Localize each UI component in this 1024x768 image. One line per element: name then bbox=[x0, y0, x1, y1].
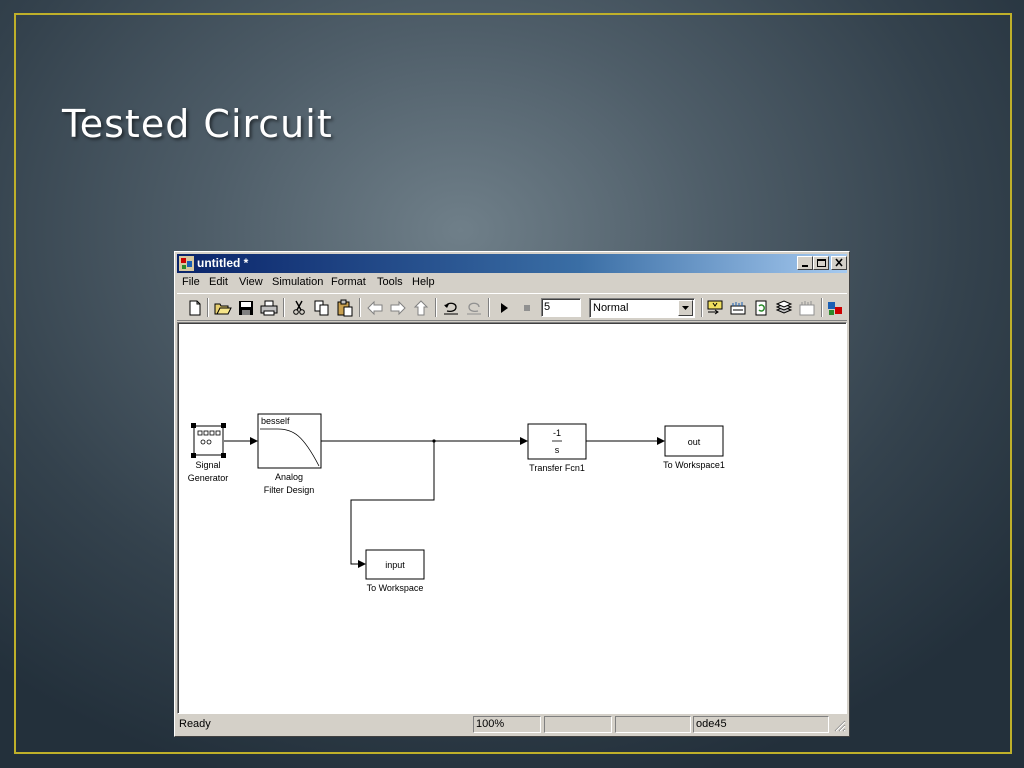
simulation-mode-select[interactable]: Normal bbox=[589, 298, 695, 318]
transfer-fcn-numerator: -1 bbox=[553, 428, 561, 438]
transfer-fcn-label: Transfer Fcn1 bbox=[529, 463, 585, 473]
window-titlebar[interactable]: untitled * bbox=[177, 254, 847, 273]
menu-tools[interactable]: Tools bbox=[377, 276, 403, 288]
signal-line bbox=[224, 437, 258, 445]
back-arrow-icon[interactable] bbox=[365, 298, 385, 318]
forward-arrow-icon[interactable] bbox=[388, 298, 408, 318]
solver-name: ode45 bbox=[693, 716, 829, 733]
maximize-button[interactable] bbox=[813, 256, 829, 270]
stop-simulation-icon[interactable] bbox=[517, 298, 537, 318]
transfer-fcn-block[interactable] bbox=[527, 423, 587, 460]
minimize-button[interactable] bbox=[797, 256, 813, 270]
filter-response-icon bbox=[260, 428, 320, 467]
dropdown-arrow-icon[interactable] bbox=[678, 300, 693, 316]
library-browser-icon[interactable] bbox=[774, 298, 794, 318]
analog-filter-label-2: Filter Design bbox=[264, 485, 315, 495]
cut-icon[interactable] bbox=[289, 298, 309, 318]
toolbar: 5 Normal bbox=[177, 293, 847, 321]
stop-time-input[interactable]: 5 bbox=[541, 298, 581, 317]
undo-icon[interactable] bbox=[441, 298, 461, 318]
zoom-level: 100% bbox=[473, 716, 541, 733]
slide-frame bbox=[14, 13, 1012, 754]
signal-line bbox=[586, 437, 665, 445]
menu-file[interactable]: File bbox=[182, 276, 200, 288]
to-workspace-block[interactable] bbox=[365, 549, 425, 580]
open-folder-icon[interactable] bbox=[213, 298, 233, 318]
copy-icon[interactable] bbox=[312, 298, 332, 318]
resize-grip-icon[interactable] bbox=[833, 719, 846, 732]
to-workspace1-block[interactable] bbox=[664, 425, 724, 457]
save-icon[interactable] bbox=[236, 298, 256, 318]
new-model-icon[interactable] bbox=[185, 298, 205, 318]
signal-generator-block[interactable] bbox=[191, 423, 226, 458]
redo-icon[interactable] bbox=[464, 298, 484, 318]
menu-bar: File Edit View Simulation Format Tools H… bbox=[177, 274, 847, 292]
menu-help[interactable]: Help bbox=[412, 276, 435, 288]
status-cell-empty-2 bbox=[615, 716, 691, 733]
to-workspace1-text: out bbox=[688, 437, 701, 447]
simulation-mode-value: Normal bbox=[593, 302, 629, 314]
menu-view[interactable]: View bbox=[239, 276, 263, 288]
menu-simulation[interactable]: Simulation bbox=[272, 276, 324, 288]
transfer-fcn-denominator: s bbox=[555, 445, 560, 455]
signal-generator-label-1: Signal bbox=[195, 460, 220, 470]
start-simulation-icon[interactable] bbox=[494, 298, 514, 318]
signal-waveform-icon bbox=[197, 430, 221, 445]
up-arrow-icon[interactable] bbox=[411, 298, 431, 318]
status-text: Ready bbox=[179, 718, 211, 730]
update-diagram-icon[interactable] bbox=[728, 298, 748, 318]
to-workspace-label: To Workspace bbox=[367, 583, 424, 593]
simulink-app-icon bbox=[179, 256, 194, 271]
status-bar: Ready 100% ode45 bbox=[177, 716, 847, 734]
analog-filter-text: besself bbox=[261, 416, 290, 426]
debug-icon[interactable] bbox=[825, 298, 845, 318]
build-icon[interactable] bbox=[705, 298, 725, 318]
block-diagram: Signal Generator besself Analog Filter D… bbox=[188, 413, 725, 593]
signal-generator-label-2: Generator bbox=[188, 473, 229, 483]
slide-title: Tested Circuit bbox=[62, 102, 333, 146]
print-icon[interactable] bbox=[259, 298, 279, 318]
to-workspace-text: input bbox=[385, 560, 405, 570]
window-title: untitled * bbox=[197, 256, 249, 270]
menu-format[interactable]: Format bbox=[331, 276, 366, 288]
menu-edit[interactable]: Edit bbox=[209, 276, 228, 288]
refresh-icon[interactable] bbox=[751, 298, 771, 318]
paste-icon[interactable] bbox=[335, 298, 355, 318]
signal-line bbox=[321, 437, 528, 568]
simulink-window: untitled * File Edit View Simulation For… bbox=[174, 251, 850, 737]
to-workspace1-label: To Workspace1 bbox=[663, 460, 725, 470]
model-canvas[interactable]: Signal Generator besself Analog Filter D… bbox=[177, 322, 847, 714]
analog-filter-label-1: Analog bbox=[275, 472, 303, 482]
close-button[interactable] bbox=[831, 256, 847, 270]
status-cell-empty-1 bbox=[544, 716, 612, 733]
model-explorer-icon[interactable] bbox=[797, 298, 817, 318]
